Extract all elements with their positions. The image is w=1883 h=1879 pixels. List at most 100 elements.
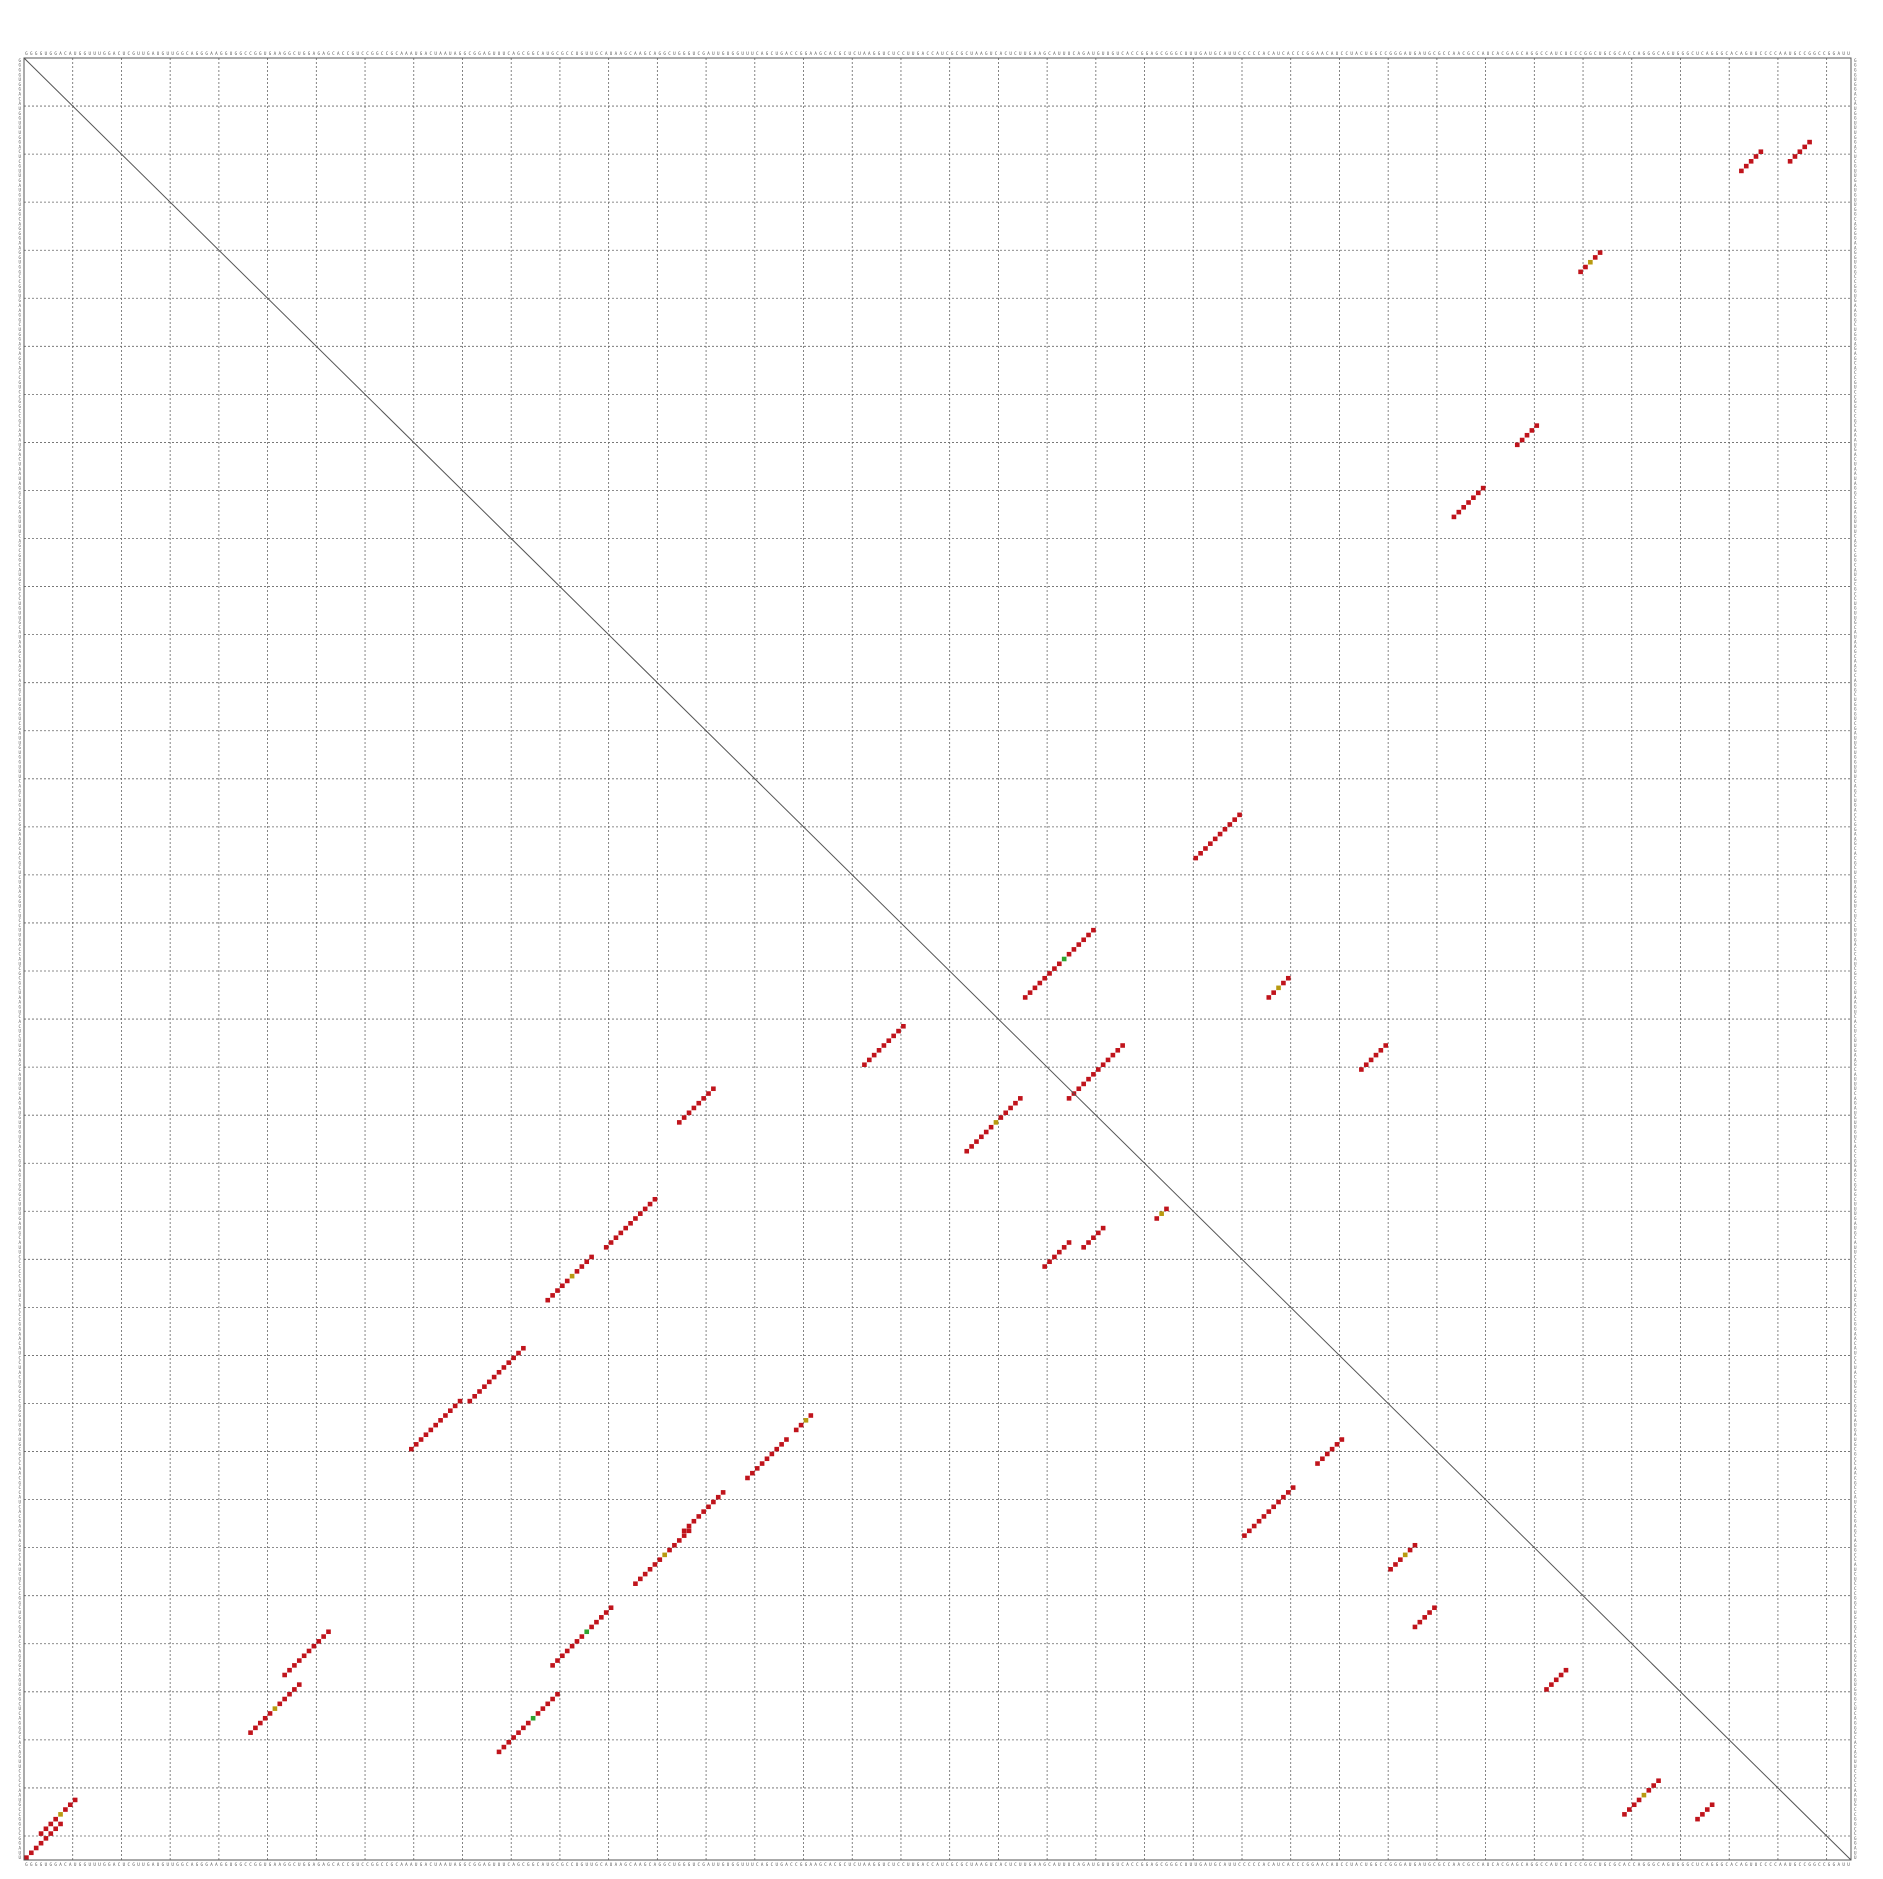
- seq-label-top: U: [1063, 51, 1066, 56]
- seq-label-left: C: [18, 1033, 21, 1038]
- seq-label-top: A: [1419, 51, 1422, 56]
- seq-label-left: G: [18, 1543, 21, 1548]
- seq-label-bottom: A: [1263, 1862, 1266, 1867]
- seq-label-left: C: [18, 817, 21, 822]
- seq-label-left: U: [18, 1764, 21, 1769]
- seq-label-bottom: C: [386, 1862, 389, 1867]
- seq-label-bottom: G: [1687, 1862, 1690, 1867]
- seq-label-right: C: [1854, 793, 1857, 798]
- seq-label-top: A: [542, 51, 545, 56]
- seq-label-left: A: [18, 1278, 21, 1283]
- seq-label-top: A: [1272, 51, 1275, 56]
- seq-label-bottom: C: [1248, 1862, 1251, 1867]
- seq-label-left: G: [18, 72, 21, 77]
- pair-dot: [1251, 1523, 1257, 1529]
- seq-label-bottom: C: [1764, 1862, 1767, 1867]
- seq-label-left: C: [18, 625, 21, 630]
- pair-dot: [1203, 846, 1208, 851]
- seq-label-left: G: [18, 707, 21, 712]
- seq-label-right: G: [1854, 1389, 1857, 1394]
- seq-label-left: C: [18, 1605, 21, 1610]
- seq-label-right: C: [1854, 216, 1857, 221]
- pair-dot: [53, 1816, 58, 1822]
- seq-label-left: C: [18, 1778, 21, 1783]
- pair-dot: [1807, 139, 1812, 145]
- seq-label-left: G: [18, 226, 21, 231]
- seq-label-left: U: [18, 928, 21, 933]
- seq-label-bottom: U: [1350, 1862, 1353, 1867]
- seq-label-left: U: [18, 1086, 21, 1091]
- seq-label-bottom: C: [1448, 1862, 1451, 1867]
- seq-label-right: C: [1854, 596, 1857, 601]
- seq-label-top: C: [1735, 51, 1738, 56]
- seq-label-bottom: A: [1151, 1862, 1154, 1867]
- seq-label-left: C: [18, 1360, 21, 1365]
- seq-label-left: U: [18, 735, 21, 740]
- seq-label-bottom: U: [1107, 1862, 1110, 1867]
- seq-label-bottom: U: [230, 1862, 233, 1867]
- seq-label-top: G: [1828, 51, 1831, 56]
- seq-label-right: U: [1854, 202, 1857, 207]
- seq-label-bottom: C: [1326, 1862, 1329, 1867]
- seq-label-left: C: [18, 1807, 21, 1812]
- seq-label-bottom: G: [1828, 1862, 1831, 1867]
- seq-label-right: G: [1854, 1841, 1857, 1846]
- seq-label-bottom: C: [1540, 1862, 1543, 1867]
- seq-label-right: G: [1854, 860, 1857, 865]
- seq-label-bottom: C: [1292, 1862, 1295, 1867]
- seq-label-right: A: [1854, 1418, 1857, 1423]
- seq-label-top: U: [89, 51, 92, 56]
- seq-label-top: A: [980, 51, 983, 56]
- seq-label-right: C: [1854, 548, 1857, 553]
- seq-label-right: A: [1854, 567, 1857, 572]
- seq-label-top: U: [883, 51, 886, 56]
- seq-label-top: C: [64, 51, 67, 56]
- pair-dot: [1091, 1072, 1096, 1077]
- seq-label-bottom: G: [561, 1862, 564, 1867]
- seq-label-top: A: [1039, 51, 1042, 56]
- seq-label-right: G: [1854, 1173, 1857, 1178]
- seq-label-right: G: [1854, 1216, 1857, 1221]
- pair-dot: [662, 1552, 667, 1558]
- seq-label-top: U: [503, 51, 506, 56]
- seq-label-top: C: [946, 51, 949, 56]
- seq-label-bottom: U: [546, 1862, 549, 1867]
- seq-label-right: C: [1854, 591, 1857, 596]
- pair-dot: [550, 1293, 555, 1298]
- seq-label-top: G: [985, 51, 988, 56]
- pair-dot: [608, 1240, 614, 1245]
- pair-dot: [501, 1744, 507, 1750]
- seq-label-right: A: [1854, 663, 1857, 668]
- seq-label-right: C: [1854, 673, 1857, 678]
- seq-label-top: G: [839, 51, 842, 56]
- seq-label-right: G: [1854, 269, 1857, 274]
- seq-label-bottom: A: [444, 1862, 447, 1867]
- seq-label-right: C: [1854, 1067, 1857, 1072]
- pair-dot: [1578, 269, 1583, 275]
- seq-label-left: G: [18, 1615, 21, 1620]
- pair-dot: [1583, 264, 1588, 270]
- pair-dot: [686, 1523, 692, 1529]
- seq-label-left: C: [18, 1312, 21, 1317]
- seq-label-top: C: [1501, 51, 1504, 56]
- pair-dot: [1563, 1667, 1569, 1673]
- pair-dot: [1066, 1096, 1072, 1101]
- pair-dot: [569, 1643, 575, 1649]
- seq-label-top: U: [858, 51, 861, 56]
- seq-label-left: G: [18, 649, 21, 654]
- seq-label-top: A: [707, 51, 710, 56]
- seq-label-left: A: [18, 1716, 21, 1721]
- seq-label-top: A: [313, 51, 316, 56]
- seq-label-top: C: [1521, 51, 1524, 56]
- seq-label-right: G: [1854, 1163, 1857, 1168]
- seq-label-left: U: [18, 529, 21, 534]
- seq-label-bottom: C: [1253, 1862, 1256, 1867]
- seq-label-left: G: [18, 1327, 21, 1332]
- pair-dot: [1237, 812, 1242, 818]
- seq-label-bottom: A: [980, 1862, 983, 1867]
- seq-label-bottom: G: [35, 1862, 38, 1867]
- seq-label-bottom: U: [45, 1862, 48, 1867]
- pair-dot: [1290, 1485, 1296, 1490]
- seq-label-right: U: [1854, 1706, 1857, 1711]
- seq-label-top: G: [240, 51, 243, 56]
